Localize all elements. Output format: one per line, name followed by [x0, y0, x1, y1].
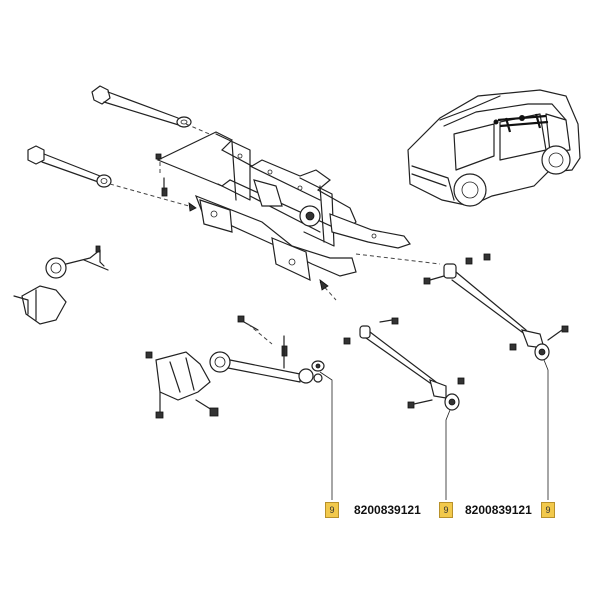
middle-link-bolts[interactable] [343, 317, 465, 409]
callout-leader-lines [319, 359, 549, 500]
lower-arm-bolts[interactable] [145, 315, 259, 419]
part-number-1[interactable]: 8200839121 [354, 503, 421, 517]
lower-trailing-arm[interactable] [27, 145, 112, 188]
callout-tag-1[interactable]: 9 [325, 502, 339, 518]
right-lateral-link[interactable] [443, 263, 550, 361]
callout-tag-2[interactable]: 9 [439, 502, 453, 518]
rear-subframe[interactable] [156, 131, 411, 282]
lower-control-arm[interactable] [155, 335, 314, 401]
left-mount-bracket[interactable] [13, 245, 109, 325]
callout-tag-3[interactable]: 9 [541, 502, 555, 518]
bushing-part-1[interactable] [311, 360, 325, 383]
middle-lateral-link[interactable] [359, 325, 460, 411]
vehicle-illustration [407, 89, 581, 207]
frame-bolt[interactable] [155, 153, 168, 197]
upper-trailing-arm[interactable] [91, 85, 192, 128]
part-number-2[interactable]: 8200839121 [465, 503, 532, 517]
right-link-bolts[interactable] [423, 253, 569, 351]
